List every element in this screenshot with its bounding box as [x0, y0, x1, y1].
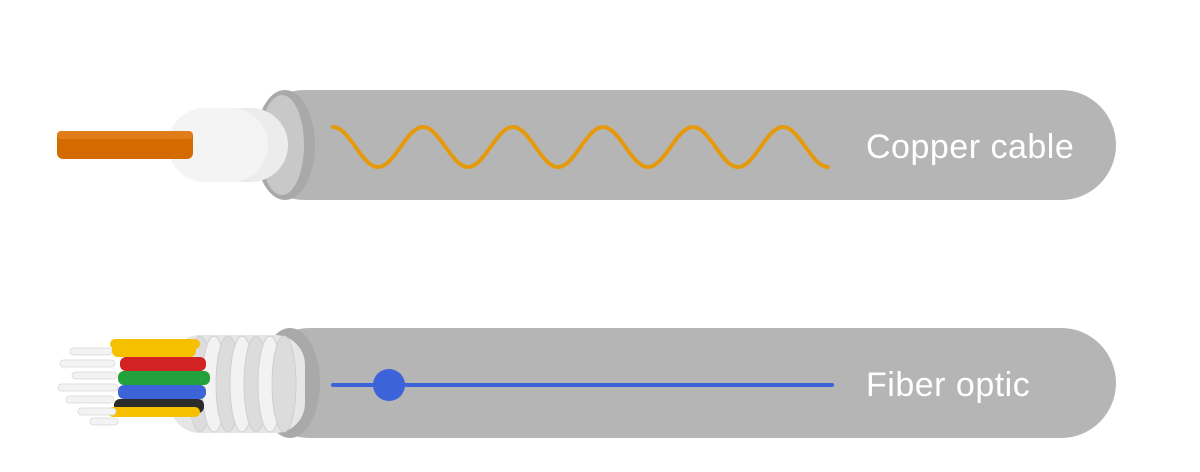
fiber-strand-red — [120, 357, 206, 371]
fiber-cable-strands — [108, 339, 210, 417]
copper-cable-insulation-highlight — [168, 108, 268, 182]
copper-signal-wave — [331, 124, 830, 170]
fiber-cable — [57, 328, 1116, 438]
fiber-strand-wrap — [108, 407, 200, 417]
fiber-light-pulse — [373, 369, 405, 401]
copper-cable-label: Copper cable — [866, 128, 1075, 166]
copper-cable-conductor-highlight — [57, 131, 193, 139]
fiber-tip — [59, 359, 116, 368]
copper-cable-jacket — [250, 90, 1116, 200]
fiber-strand-wrap — [110, 339, 200, 349]
copper-cable — [57, 90, 1116, 200]
fiber-cable-fiber-tips — [57, 347, 119, 426]
fiber-tip — [77, 407, 117, 416]
fiber-tip — [69, 347, 113, 356]
fiber-optic-label: Fiber optic — [866, 366, 1031, 404]
fiber-strand-blue — [118, 385, 206, 399]
fiber-tip — [89, 417, 119, 426]
fiber-tip — [71, 371, 118, 380]
fiber-tip — [57, 383, 119, 392]
fiber-strand-green — [118, 371, 210, 385]
fiber-buffer-rib — [271, 335, 297, 433]
fiber-tip — [65, 395, 115, 404]
